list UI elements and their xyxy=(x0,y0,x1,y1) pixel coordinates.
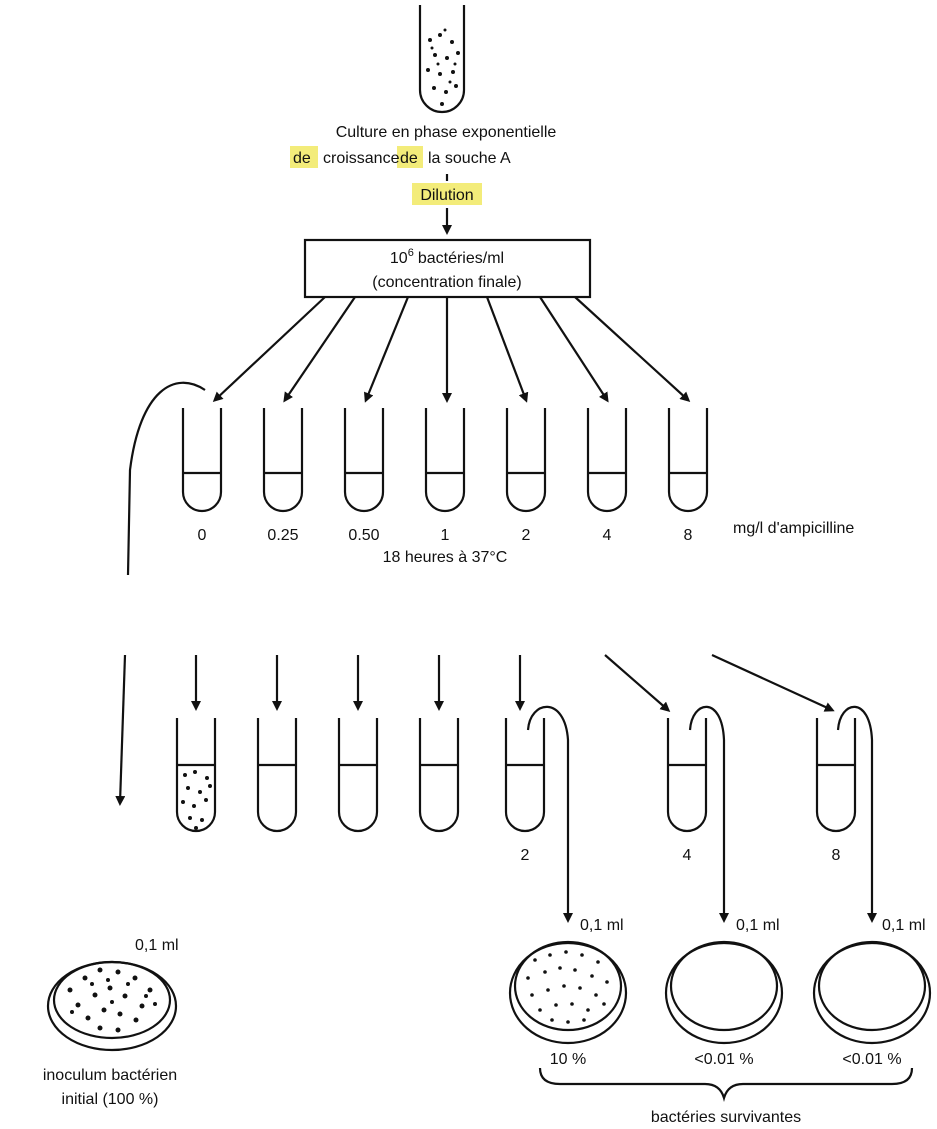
tube-2 xyxy=(507,408,545,511)
survivors-caption: bactéries survivantes xyxy=(651,1109,801,1126)
tube-row2-0-bacteria xyxy=(181,770,212,830)
tube-row2-2 xyxy=(506,718,544,831)
survivors-brace xyxy=(540,1068,912,1098)
plate-2 xyxy=(510,942,626,1043)
culture-label-line1: Culture en phase exponentielle xyxy=(336,124,557,141)
initial-sample-hook xyxy=(128,383,205,575)
tube-1 xyxy=(426,408,464,511)
culture-tube xyxy=(420,5,464,112)
volume-label-plate-8: 0,1 ml xyxy=(882,917,926,934)
percent-plate-4: <0.01 % xyxy=(694,1051,753,1068)
concentration-label-8: 8 xyxy=(684,527,693,544)
hook-tube2-to-plate xyxy=(528,707,568,920)
tube-4 xyxy=(588,408,626,511)
culture-label-line2: de croissance de la souche A xyxy=(290,146,511,168)
tube-8 xyxy=(669,408,707,511)
culture-label-de-1: de xyxy=(293,150,311,167)
tube-row2-1 xyxy=(420,718,458,831)
tube-row2-050 xyxy=(339,718,377,831)
concentration-labels: 0 0.25 0.50 1 2 4 8 xyxy=(198,527,693,544)
plate-8 xyxy=(814,942,930,1043)
tube-025 xyxy=(264,408,302,511)
tube-row2-0 xyxy=(177,718,215,831)
dilution-label: Dilution xyxy=(420,187,473,204)
concentration-label-0: 0 xyxy=(198,527,207,544)
arrow-to-tube-8 xyxy=(575,297,688,400)
volume-label-initial: 0,1 ml xyxy=(135,937,179,954)
row2-arrows xyxy=(196,655,832,710)
concentration-label-2: 2 xyxy=(522,527,531,544)
arrow-to-tube-025 xyxy=(285,297,355,400)
unit-label: mg/l d'ampicilline xyxy=(733,520,854,537)
tube-0 xyxy=(183,408,221,511)
incubation-label: 18 heures à 37°C xyxy=(383,549,508,566)
plate-2-colonies xyxy=(526,950,609,1024)
culture-tube-bacteria xyxy=(426,29,460,107)
box-to-tubes-arrows xyxy=(215,297,688,400)
row2-label-8: 8 xyxy=(832,847,841,864)
culture-label-souche: la souche A xyxy=(428,150,511,167)
plate-initial xyxy=(48,962,176,1050)
volume-label-plate-4: 0,1 ml xyxy=(736,917,780,934)
concentration-label-4: 4 xyxy=(603,527,612,544)
tubes-row2 xyxy=(177,718,855,831)
initial-sample-arrow xyxy=(120,655,125,803)
concentration-label-050: 0.50 xyxy=(348,527,379,544)
arrow-to-tube-4 xyxy=(540,297,607,400)
arrow-row2-8 xyxy=(712,655,832,710)
box-line2: (concentration finale) xyxy=(372,274,521,291)
initial-caption-line1: inoculum bactérien xyxy=(43,1067,177,1084)
tube-row2-4 xyxy=(668,718,706,831)
plate-4 xyxy=(666,942,782,1043)
concentration-label-1: 1 xyxy=(441,527,450,544)
tube-050 xyxy=(345,408,383,511)
row2-label-4: 4 xyxy=(683,847,692,864)
percent-plate-2: 10 % xyxy=(550,1051,586,1068)
concentration-label-025: 0.25 xyxy=(267,527,298,544)
plate-initial-colonies xyxy=(68,968,158,1033)
tube-row2-025 xyxy=(258,718,296,831)
volume-label-plate-2: 0,1 ml xyxy=(580,917,624,934)
arrow-to-tube-0 xyxy=(215,297,325,400)
tubes-row1 xyxy=(183,408,707,511)
arrow-to-tube-2 xyxy=(487,297,526,400)
row2-label-2: 2 xyxy=(521,847,530,864)
culture-label-de-2: de xyxy=(400,150,418,167)
percent-plate-8: <0.01 % xyxy=(842,1051,901,1068)
initial-caption-line2: initial (100 %) xyxy=(62,1091,159,1108)
arrow-to-tube-050 xyxy=(366,297,408,400)
culture-label-croissance: croissance xyxy=(323,150,400,167)
arrow-row2-4 xyxy=(605,655,668,710)
tube-row2-8 xyxy=(817,718,855,831)
